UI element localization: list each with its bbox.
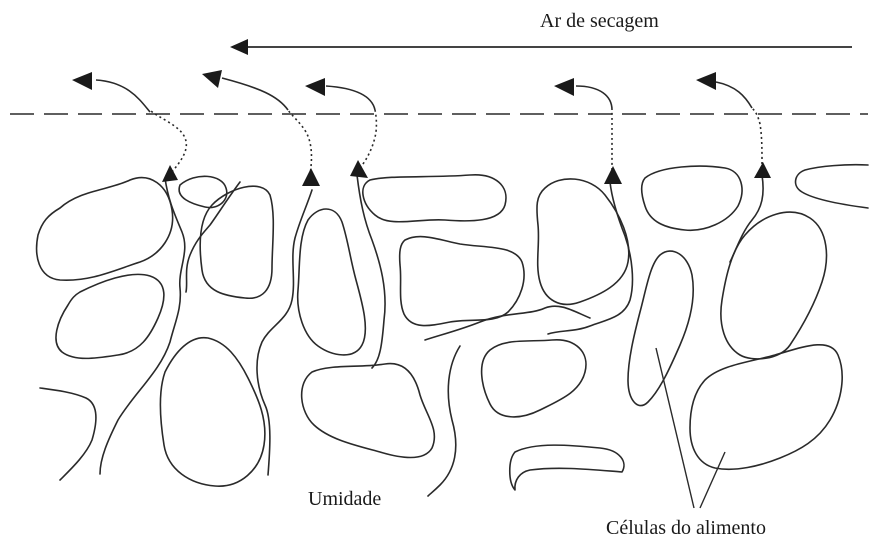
entry-arrowhead (754, 162, 771, 178)
escape-dotted (360, 110, 376, 168)
channel-line (357, 175, 385, 368)
food-cell (482, 340, 586, 417)
channel-line (548, 182, 632, 334)
food-cell (690, 345, 842, 469)
escape-arrowhead (202, 70, 222, 88)
food-cell (298, 209, 366, 355)
food-cell (302, 364, 435, 458)
escape-dotted (752, 108, 762, 164)
channel-line (730, 175, 763, 262)
channel-line (40, 388, 96, 480)
food-cell (721, 212, 827, 359)
escape-curve (716, 82, 752, 108)
escape-arrowhead (554, 78, 574, 96)
food-cell (796, 165, 868, 208)
escape-curve (96, 80, 150, 112)
air-label: Ar de secagem (540, 11, 659, 31)
food-cell (200, 186, 273, 298)
leader-line (700, 452, 725, 508)
entry-arrowhead (350, 160, 368, 178)
escape-curve (222, 78, 288, 110)
escape-arrowhead (305, 78, 325, 96)
entry-arrowhead (604, 166, 622, 184)
food-cell (363, 175, 506, 222)
food-cell (537, 179, 629, 304)
food-cell (628, 251, 693, 406)
food-cell (160, 338, 265, 486)
moisture-label: Umidade (308, 489, 381, 509)
cells-label: Células do alimento (606, 518, 766, 538)
food-cell (37, 178, 173, 281)
escape-dotted (150, 110, 186, 172)
escape-arrowhead (72, 72, 92, 90)
escape-curve (576, 86, 612, 110)
escape-arrowhead (696, 72, 716, 90)
food-cell (56, 274, 164, 358)
entry-arrowhead (302, 168, 320, 186)
food-cell (400, 237, 524, 326)
channel-line (186, 182, 240, 292)
food-cell (179, 176, 227, 207)
channel-line (425, 306, 590, 340)
escape-curve (326, 86, 375, 110)
food-cell (642, 166, 742, 230)
leader-line (656, 348, 694, 508)
air-flow-arrowhead (230, 39, 248, 55)
escape-dotted (288, 110, 311, 176)
food-cell (510, 445, 624, 490)
channel-line (428, 346, 460, 496)
food-cells (37, 165, 868, 490)
